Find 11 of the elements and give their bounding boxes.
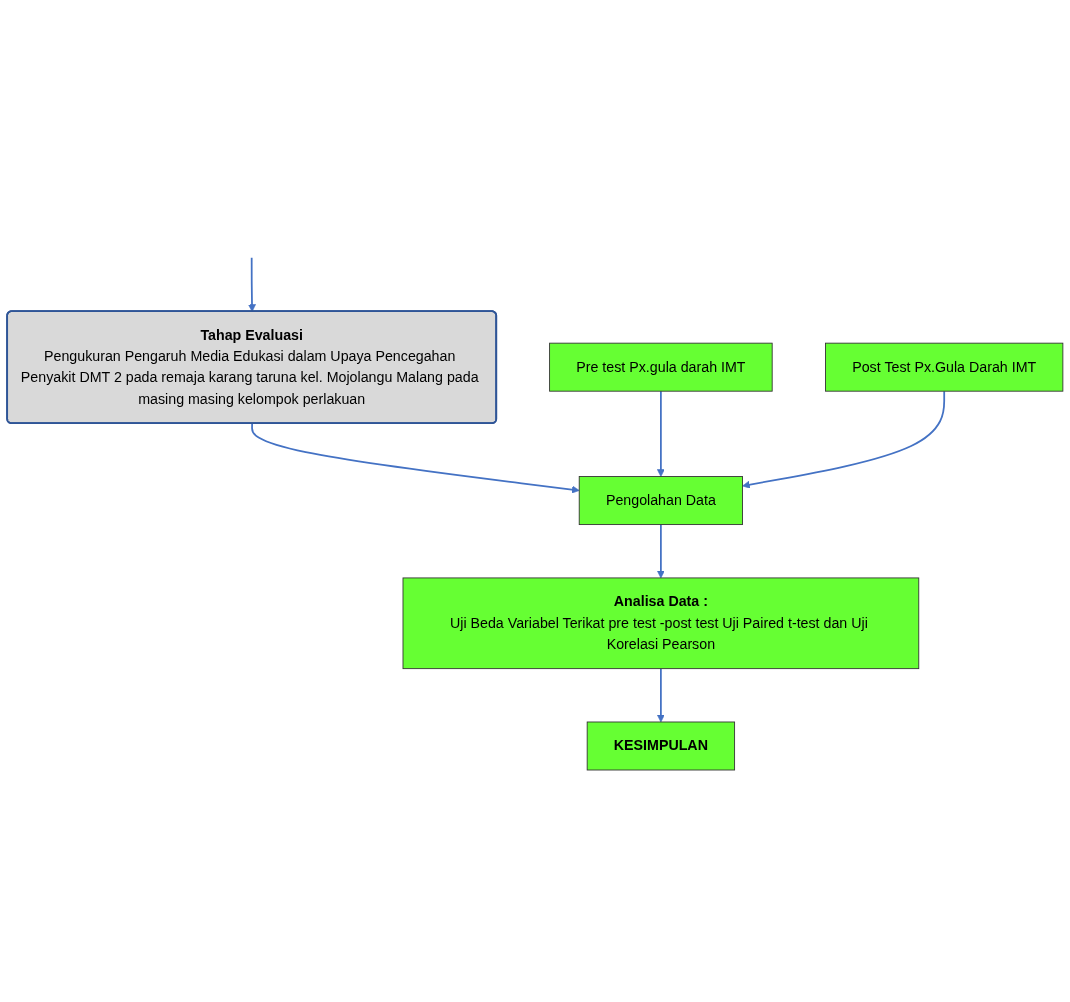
arrow [248, 257, 256, 313]
arrow [251, 423, 580, 494]
arrow [742, 390, 946, 489]
node-box: Analisa Data : Uji Beda Variabel Terikat pre test -post test Uji Paired t-test dan Uji Korelasi Pearson [402, 577, 920, 670]
arrow [656, 668, 665, 723]
node-box: Post Test Px.Gula Darah IMT [825, 343, 1064, 393]
arrow [656, 524, 665, 579]
node-box: Pengolahan Data [578, 476, 743, 526]
arrow [656, 390, 665, 478]
node-box: KESIMPULAN [586, 722, 736, 771]
node-box: Pre test Px.gula darah IMT [549, 343, 773, 393]
